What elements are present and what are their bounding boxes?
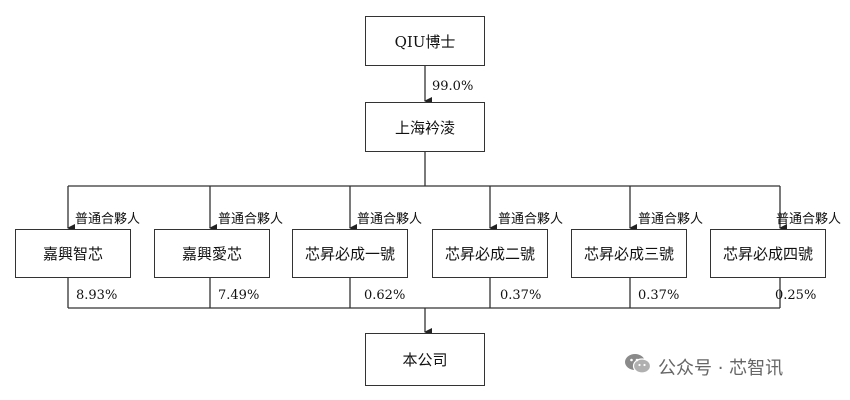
partner-box-1: 嘉興智芯 — [15, 229, 131, 278]
partner-name: 嘉興智芯 — [42, 245, 103, 263]
partner-pct-1: 8.93% — [76, 288, 118, 303]
node-qiu-label: QIU博士 — [394, 32, 456, 51]
gp-label-3: 普通合夥人 — [357, 212, 423, 227]
node-company: 本公司 — [365, 333, 485, 386]
watermark-text: 公众号 · 芯智讯 — [658, 357, 784, 379]
partner-name: 芯昇必成二號 — [444, 245, 535, 263]
node-shanghai: 上海衿淩 — [365, 102, 485, 152]
partner-pct-6: 0.25% — [775, 288, 817, 303]
watermark: 公众号 · 芯智讯 — [624, 352, 783, 381]
gp-label-4: 普通合夥人 — [498, 212, 564, 227]
gp-label-1: 普通合夥人 — [75, 212, 141, 227]
partner-box-3: 芯昇必成一號 — [292, 229, 408, 278]
partner-name: 芯昇必成三號 — [583, 245, 674, 263]
partner-box-4: 芯昇必成二號 — [432, 229, 548, 278]
partner-name: 芯昇必成四號 — [722, 245, 813, 263]
node-company-label: 本公司 — [402, 351, 448, 369]
partner-box-2: 嘉興愛芯 — [154, 229, 270, 278]
partner-pct-5: 0.37% — [638, 288, 680, 303]
wechat-icon — [624, 352, 652, 381]
gp-label-6: 普通合夥人 — [776, 212, 842, 227]
partner-pct-2: 7.49% — [218, 288, 260, 303]
partner-box-6: 芯昇必成四號 — [710, 229, 826, 278]
node-shanghai-label: 上海衿淩 — [394, 118, 455, 137]
partner-name: 芯昇必成一號 — [304, 245, 395, 263]
gp-label-5: 普通合夥人 — [638, 212, 704, 227]
partner-pct-3: 0.62% — [364, 288, 406, 303]
gp-label-2: 普通合夥人 — [218, 212, 284, 227]
partner-pct-4: 0.37% — [500, 288, 542, 303]
partner-box-5: 芯昇必成三號 — [571, 229, 687, 278]
mid-ownership-pct: 99.0% — [432, 79, 474, 94]
node-qiu: QIU博士 — [365, 16, 485, 66]
partner-name: 嘉興愛芯 — [181, 245, 242, 263]
